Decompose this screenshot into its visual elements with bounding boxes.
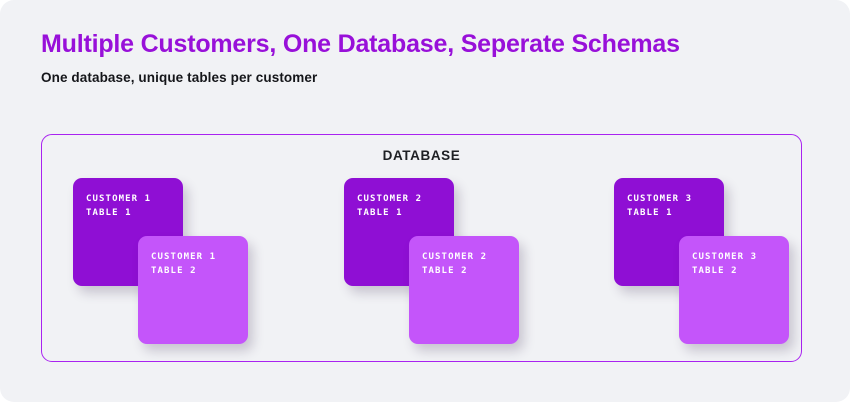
database-container: DATABASE CUSTOMER 1 TABLE 1 CUSTOMER 1 T… <box>41 134 802 362</box>
customer-group-2: CUSTOMER 2 TABLE 1 CUSTOMER 2 TABLE 2 <box>344 178 519 348</box>
page-title: Multiple Customers, One Database, Sepera… <box>41 30 680 58</box>
customer-3-table-2-card[interactable]: CUSTOMER 3 TABLE 2 <box>679 236 789 344</box>
database-label: DATABASE <box>382 148 461 163</box>
card-line-table: TABLE 2 <box>422 266 468 276</box>
customer-group-1: CUSTOMER 1 TABLE 1 CUSTOMER 1 TABLE 2 <box>73 178 248 348</box>
card-line-table: TABLE 2 <box>151 266 197 276</box>
card-line-table: TABLE 2 <box>692 266 738 276</box>
customer-1-table-2-card[interactable]: CUSTOMER 1 TABLE 2 <box>138 236 248 344</box>
card-line-table: TABLE 1 <box>627 208 673 218</box>
header: Multiple Customers, One Database, Sepera… <box>41 30 811 85</box>
customer-group-3: CUSTOMER 3 TABLE 1 CUSTOMER 3 TABLE 2 <box>614 178 789 348</box>
card-line-customer: CUSTOMER 1 <box>151 252 217 262</box>
card-line-table: TABLE 1 <box>86 208 132 218</box>
card-line-customer: CUSTOMER 3 <box>627 194 693 204</box>
page-subtitle: One database, unique tables per customer <box>41 69 318 85</box>
card-line-customer: CUSTOMER 2 <box>357 194 423 204</box>
card-line-customer: CUSTOMER 3 <box>692 252 758 262</box>
card-line-customer: CUSTOMER 2 <box>422 252 488 262</box>
card-line-customer: CUSTOMER 1 <box>86 194 152 204</box>
card-line-table: TABLE 1 <box>357 208 403 218</box>
customer-2-table-2-card[interactable]: CUSTOMER 2 TABLE 2 <box>409 236 519 344</box>
